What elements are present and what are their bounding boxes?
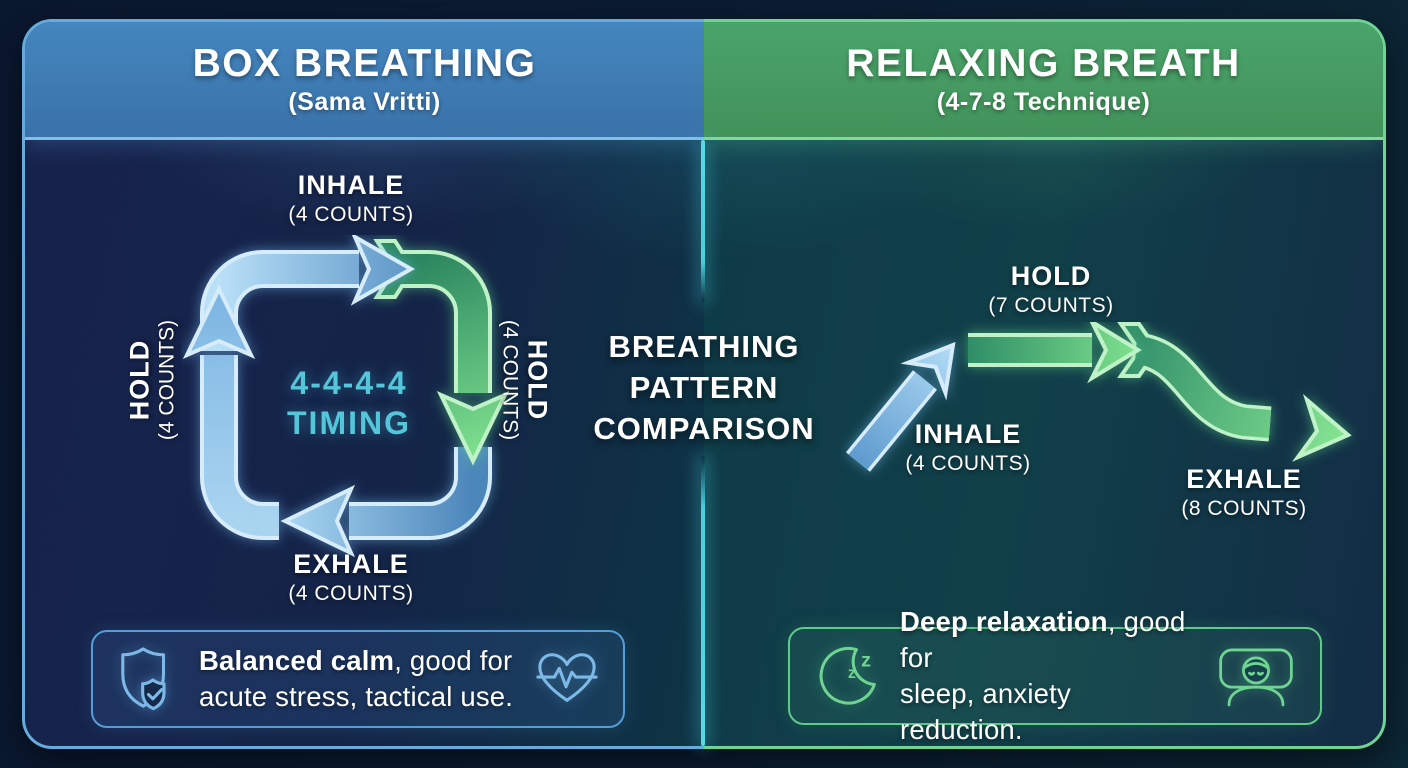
box-breathing-benefit-badge: Balanced calm, good for acute stress, ta…	[91, 630, 625, 728]
exhale-curve-arrow	[1117, 322, 1352, 462]
label-hold-right-side: HOLD (4 COUNTS)	[498, 319, 553, 441]
right-header: RELAXING BREATH (4-7-8 Technique)	[704, 22, 1383, 140]
moon-zzz-icon: z z	[814, 643, 880, 709]
inhale-arrow	[182, 235, 416, 360]
left-header: BOX BREATHING (Sama Vritti)	[25, 22, 704, 140]
page-title: BREATHING PATTERN COMPARISON	[593, 329, 815, 446]
left-title: BOX BREATHING	[192, 42, 537, 85]
center-divider-bottom	[701, 456, 705, 746]
relaxing-breath-benefit-badge: z z Deep relaxation, good for sleep, anx…	[788, 606, 1322, 745]
label-exhale-right-panel: EXHALE (8 COUNTS)	[1181, 464, 1307, 520]
hold-straight-arrow	[968, 322, 1142, 384]
heart-pulse-icon	[535, 650, 599, 708]
exhale-arrow	[200, 355, 492, 558]
panel-relaxing-breath: RELAXING BREATH (4-7-8 Technique)	[704, 19, 1386, 749]
shield-check-icon	[117, 644, 179, 714]
relaxing-breath-benefit-text: Deep relaxation, good for sleep, anxiety…	[900, 606, 1186, 745]
478-flow-diagram	[845, 322, 1352, 472]
timing-text: 4-4-4-4 TIMING	[287, 365, 411, 441]
left-subtitle: (Sama Vritti)	[288, 88, 441, 116]
right-subtitle: (4-7-8 Technique)	[936, 88, 1151, 116]
box-cycle-diagram	[182, 235, 510, 558]
box-breathing-benefit-text: Balanced calm, good for acute stress, ta…	[199, 645, 514, 712]
svg-text:z: z	[861, 650, 871, 672]
panel-box-breathing: BOX BREATHING (Sama Vritti)	[22, 19, 704, 749]
label-hold-left-side: HOLD (4 COUNTS)	[124, 319, 179, 441]
sleeping-person-icon	[1216, 645, 1296, 707]
label-inhale-left: INHALE (4 COUNTS)	[288, 170, 414, 226]
label-inhale-right-panel: INHALE (4 COUNTS)	[905, 419, 1031, 475]
right-title: RELAXING BREATH	[846, 42, 1241, 85]
inhale-diagonal-arrow	[845, 341, 956, 472]
label-exhale-left: EXHALE (4 COUNTS)	[288, 549, 414, 605]
svg-text:z: z	[848, 664, 856, 682]
comparison-card: BOX BREATHING (Sama Vritti)	[22, 19, 1386, 749]
label-hold-right-panel: HOLD (7 COUNTS)	[988, 261, 1114, 317]
center-divider-top	[701, 140, 705, 302]
